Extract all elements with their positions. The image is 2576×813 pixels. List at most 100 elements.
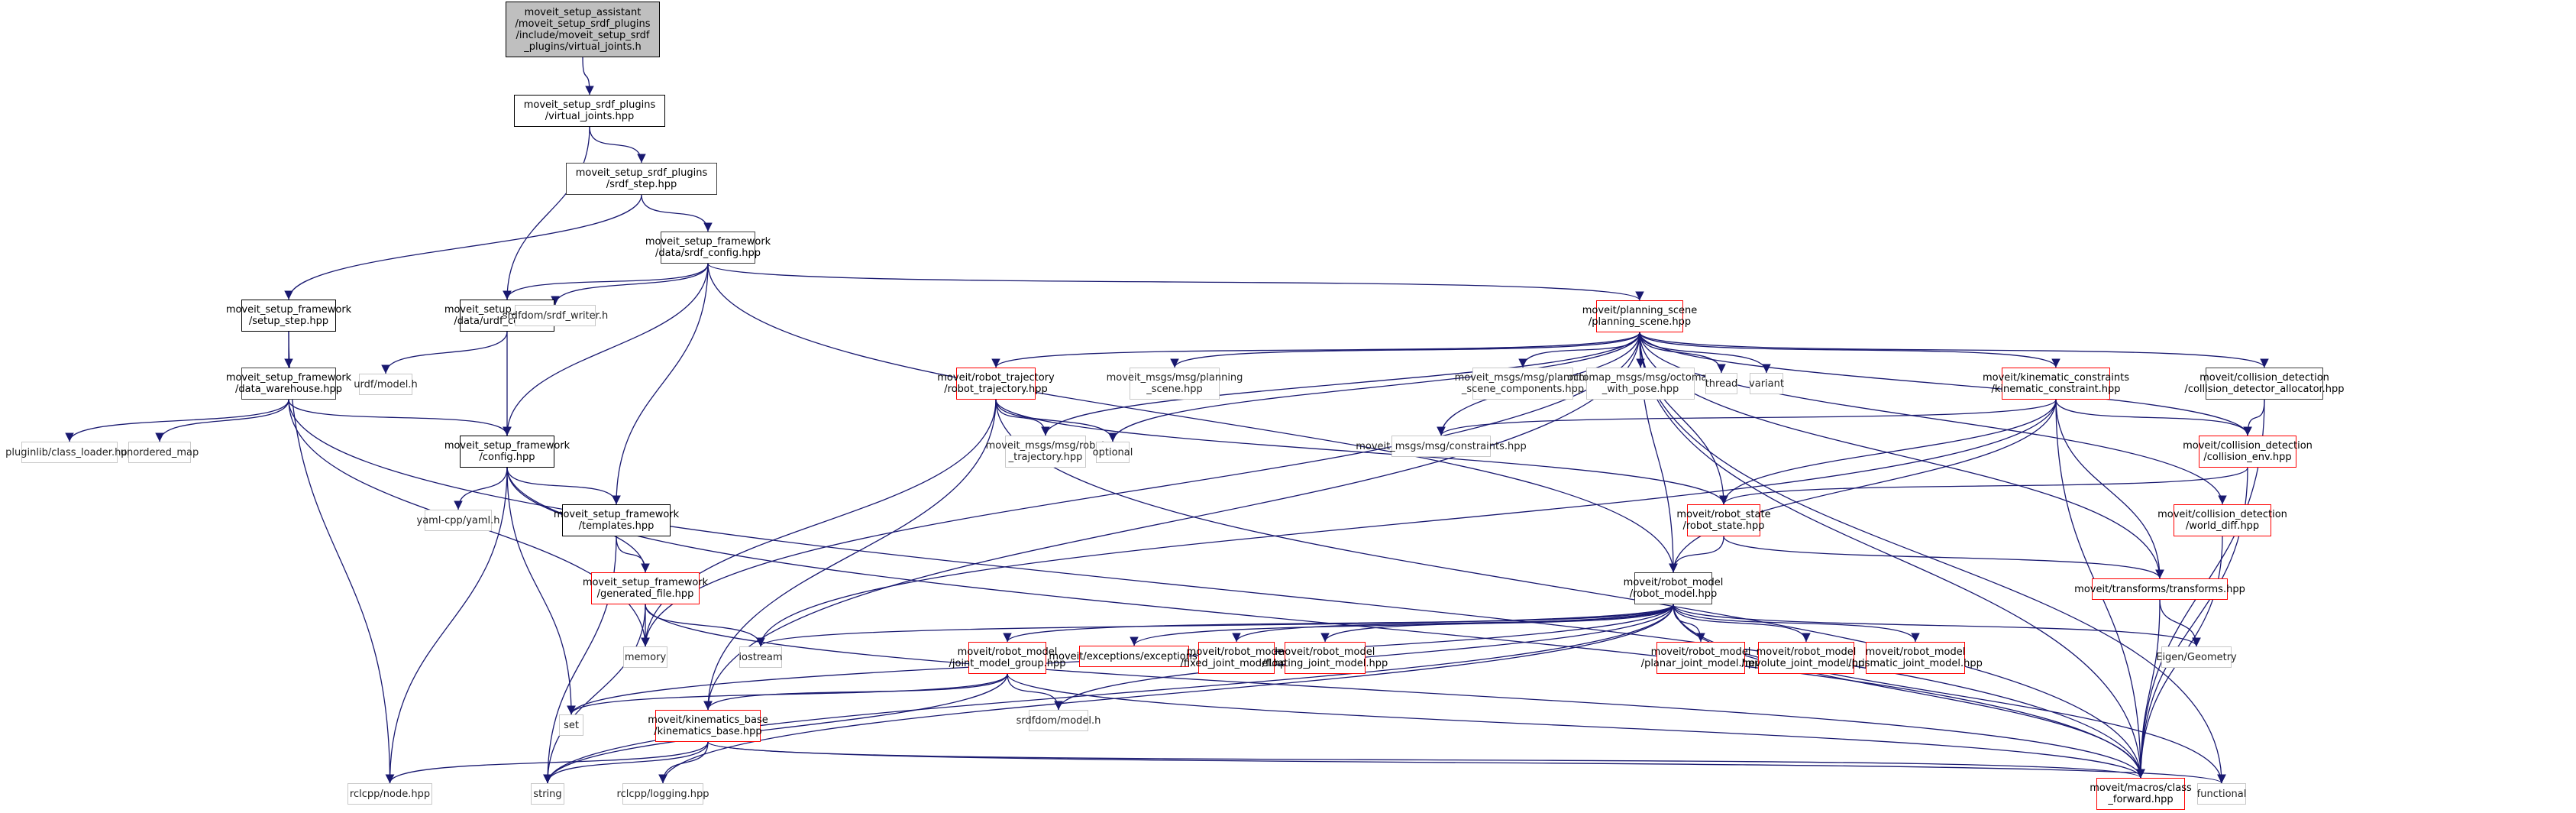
edge-rmodel-to-logging [658,604,1674,784]
node-octomap-with-pose[interactable]: octomap_msgs/msg/octomap _with_pose.hpp [1567,368,1714,400]
edge-rmodel-to-eigen [1673,604,2201,647]
edge-srdfcfg-to-srdfwriter [551,263,709,306]
edge-rtraj-to-kinbase [703,399,997,711]
edge-jmg-to-set [567,673,1008,715]
node-virtual-joints-hpp[interactable]: moveit_setup_srdf_plugins /virtual_joint… [514,95,665,127]
node-robot-trajectory[interactable]: moveit/robot_trajectory /robot_trajector… [937,368,1055,400]
edge-srdfcfg-to-pscene [707,263,1644,301]
node-functional[interactable]: functional [2197,783,2246,805]
edge-config-to-yaml [454,467,508,510]
edge-rtraj-to-classfwd [995,399,2145,779]
edge-jmg-to-classfwd [1007,673,2145,779]
edge-rtraj-to-msgrtraj [995,399,1050,436]
node-msg-robot-trajectory[interactable]: moveit_msgs/msg/robot _trajectory.hpp [986,436,1105,468]
node-string[interactable]: string [531,783,564,805]
node-prismatic-joint-model[interactable]: moveit/robot_model /prismatic_joint_mode… [1848,642,1983,674]
node-set[interactable]: set [559,714,583,736]
edge-pscene-to-rtraj [991,332,1640,368]
edge-rmodel-to-iostream [756,604,1674,647]
node-srdfdom-model[interactable]: srdfdom/model.h [1017,710,1101,731]
node-iostream[interactable]: iostream [739,646,783,668]
edge-pscene-to-thread [1639,332,1726,374]
node-variant[interactable]: variant [1749,373,1784,394]
edge-templates-to-genfile [616,536,650,573]
edge-rmodel-to-classfwd [1673,604,2145,779]
edge-cdalloc-to-cenv [2243,399,2265,436]
node-eigen-geometry[interactable]: Eigen/Geometry [2156,646,2237,668]
node-unordered-map[interactable]: unordered_map [121,442,199,463]
node-collision-env[interactable]: moveit/collision_detection /collision_en… [2183,436,2313,468]
edge-warehouse-to-classfwd [288,399,2145,779]
node-planar-joint-model[interactable]: moveit/robot_model /planar_joint_model.h… [1641,642,1760,674]
node-yaml[interactable]: yaml-cpp/yaml.h [417,510,499,531]
edge-pscene-to-kinconst [1639,332,2060,368]
edge-jmg-to-string [543,673,1008,784]
edge-srdfstep-to-srdfcfg [641,194,713,232]
node-floating-joint-model[interactable]: moveit/robot_model /floating_joint_model… [1262,642,1388,674]
edge-warehouse-to-config [288,399,512,436]
edge-root-to-vj [582,57,594,96]
edge-rmodel-to-exceptions [1130,604,1674,646]
node-planning-scene[interactable]: moveit/planning_scene /planning_scene.hp… [1582,300,1697,332]
edge-kinbase-to-classfwd [707,741,2145,779]
edge-vj-to-srdfstep [589,126,646,164]
node-kinematic-constraint[interactable]: moveit/kinematic_constraints /kinematic_… [1983,368,2129,400]
node-optional[interactable]: optional [1093,442,1133,463]
node-transforms[interactable]: moveit/transforms/transforms.hpp [2074,578,2245,600]
node-generated-file[interactable]: moveit_setup_framework /generated_file.h… [583,572,708,604]
node-srdf-writer[interactable]: srdfdom/srdf_writer.h [503,305,608,326]
node-data-warehouse[interactable]: moveit_setup_framework /data_warehouse.h… [226,368,351,400]
node-root-virtual-joints-h[interactable]: moveit_setup_assistant /moveit_setup_srd… [506,2,660,57]
node-msg-planning-scene[interactable]: moveit_msgs/msg/planning _scene.hpp [1107,368,1243,400]
edge-srdfcfg-to-config [503,263,709,436]
edge-kinbase-to-node [385,741,709,784]
node-urdf-model[interactable]: urdf/model.h [354,374,418,395]
edge-jmg-to-srdfmodel [1007,673,1063,711]
node-rclcpp-logging[interactable]: rclcpp/logging.hpp [617,783,709,805]
node-class-forward[interactable]: moveit/macros/class _forward.hpp [2090,778,2192,810]
edge-genfile-to-string [543,604,646,784]
edge-rstate-to-rmodel [1669,536,1724,573]
edge-genfile-to-classfwd [645,604,2145,779]
edge-srdfcfg-to-urdfcfg [503,263,709,300]
edge-kinconst-to-transforms [2055,399,2164,579]
node-joint-model-group[interactable]: moveit/robot_model /joint_model_group.hp… [949,642,1066,674]
edge-pscene-to-memory [641,332,1640,647]
node-msg-constraints[interactable]: moveit_msgs/msg/constraints.hpp [1356,436,1527,457]
edge-rmodel-to-jmg [1003,604,1674,643]
edge-jmg-to-kinbase [703,673,1008,711]
node-exceptions[interactable]: moveit/exceptions/exceptions.hpp [1049,646,1220,667]
edge-rstate-to-transforms [1723,536,2164,579]
node-world-diff[interactable]: moveit/collision_detection /world_diff.h… [2157,504,2287,536]
node-msg-planning-scene-components[interactable]: moveit_msgs/msg/planning _scene_componen… [1455,368,1591,400]
edge-pscene-to-variant [1639,332,1771,374]
edge-rmodel-to-fixed [1232,604,1674,643]
edge-rmodel-to-revolute [1673,604,1811,643]
node-rclcpp-node[interactable]: rclcpp/node.hpp [347,783,432,805]
edge-kinconst-to-rmodel [1669,399,2057,573]
edge-pscene-to-msgps [1170,332,1640,368]
node-revolute-joint-model[interactable]: moveit/robot_model /revolute_joint_model… [1742,642,1870,674]
node-collision-detector-allocator[interactable]: moveit/collision_detection /collision_de… [2184,368,2345,400]
node-srdf-config[interactable]: moveit_setup_framework /data/srdf_config… [645,232,771,264]
node-srdf-step[interactable]: moveit_setup_srdf_plugins /srdf_step.hpp [566,163,717,195]
edge-warehouse-to-classloader [65,399,289,442]
edge-rmodel-to-string [543,604,1674,784]
edge-rmodel-to-srdfmodel [1054,604,1674,711]
node-setup-step[interactable]: moveit_setup_framework /setup_step.hpp [226,300,351,332]
node-fixed-joint-model[interactable]: moveit/robot_model /fixed_joint_model.hp… [1181,642,1293,674]
node-kinematics-base[interactable]: moveit/kinematics_base /kinematics_base.… [648,710,768,742]
node-class-loader[interactable]: pluginlib/class_loader.hpp [5,442,134,463]
edge-rtraj-to-rstate [995,399,1728,505]
node-robot-state[interactable]: moveit/robot_state /robot_state.hpp [1676,504,1771,536]
node-config[interactable]: moveit_setup_framework /config.hpp [444,436,570,468]
edge-kinconst-to-constraints [1437,399,2057,436]
node-robot-model[interactable]: moveit/robot_model /robot_model.hpp [1624,572,1723,604]
node-thread[interactable]: thread [1705,373,1737,394]
node-templates[interactable]: moveit_setup_framework /templates.hpp [554,504,679,536]
edge-config-to-set [506,467,576,715]
node-memory[interactable]: memory [623,646,667,668]
edge-config-to-templates [506,467,621,505]
